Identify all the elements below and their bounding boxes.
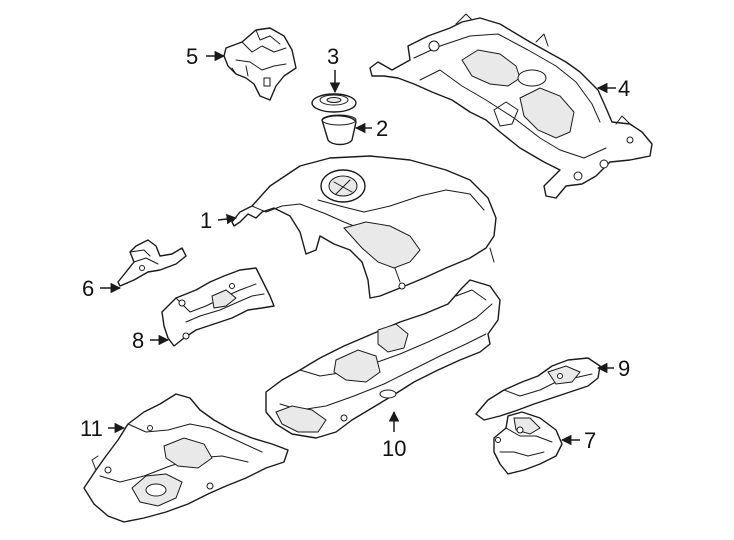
- part-2-sleeve: [321, 114, 357, 146]
- callout-8: 8: [132, 328, 144, 353]
- part-7-bracket: [493, 411, 563, 475]
- leader-1: [217, 213, 238, 225]
- part-9-shield: [475, 357, 601, 421]
- part-10-heat-shield: [265, 279, 501, 439]
- callout-1: 1: [200, 208, 212, 233]
- part-3-grommet: [311, 93, 357, 113]
- part-11-heat-shield: [83, 393, 289, 523]
- callout-2: 2: [376, 116, 388, 141]
- part-8-shield: [161, 267, 275, 347]
- callout-3: 3: [327, 44, 339, 69]
- part-1-heat-shield: [231, 155, 497, 299]
- callout-11: 11: [80, 416, 103, 441]
- callout-4: 4: [618, 76, 630, 101]
- leader-lines: [100, 50, 616, 446]
- callout-10: 10: [382, 436, 406, 461]
- part-4-skid-plate: [369, 13, 653, 199]
- callout-labels: 1 2 3 4 5 6 7 8 9 10 11: [80, 44, 630, 461]
- callout-9: 9: [618, 356, 630, 381]
- part-6-bracket: [117, 239, 187, 287]
- callout-6: 6: [82, 276, 94, 301]
- callout-7: 7: [584, 428, 596, 453]
- callout-5: 5: [186, 44, 198, 69]
- part-5-bracket: [223, 27, 297, 101]
